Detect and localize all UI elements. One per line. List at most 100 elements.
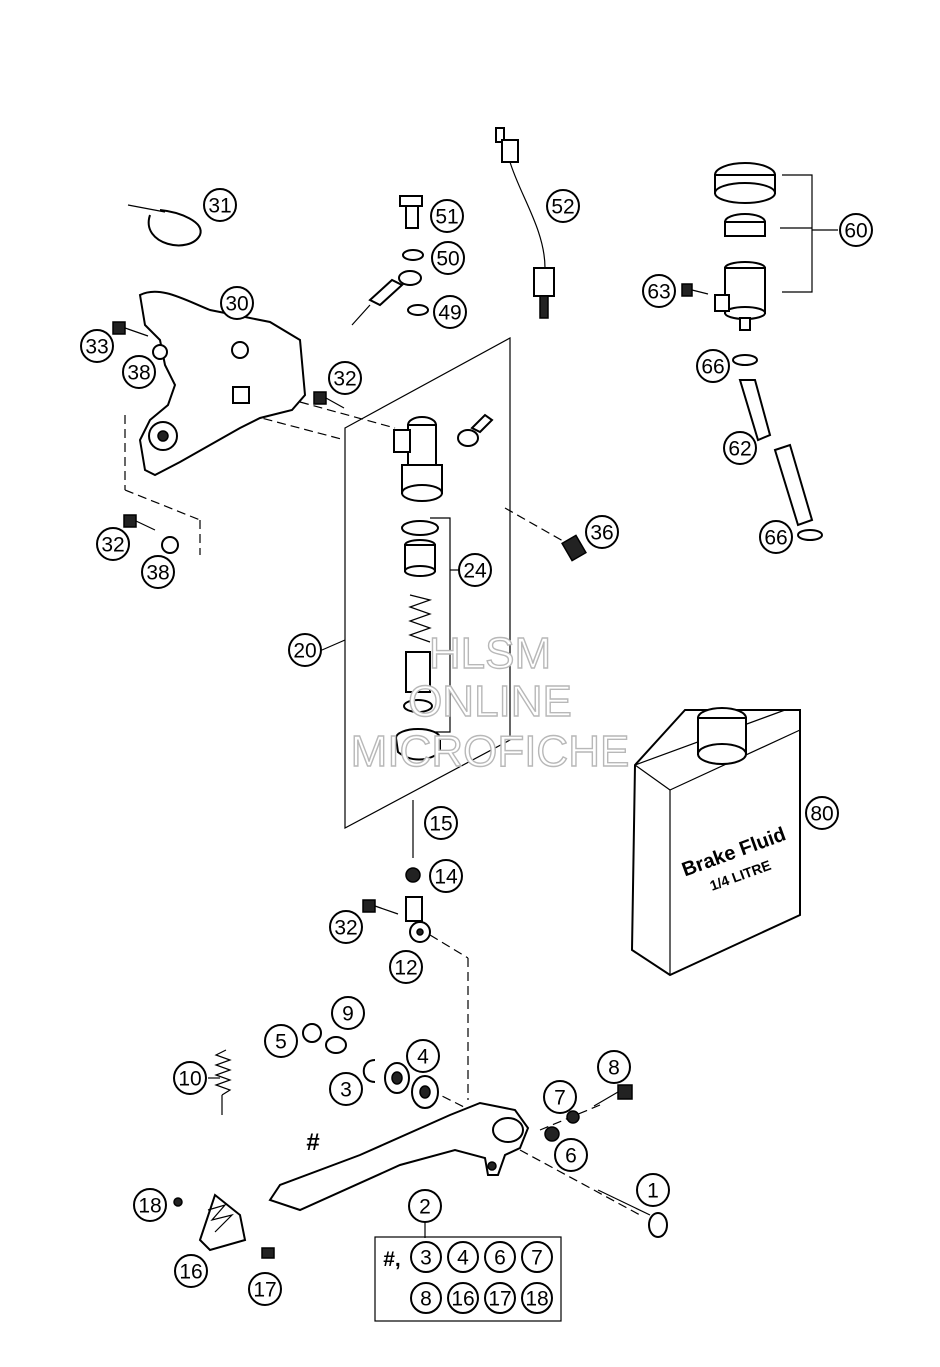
callout-number: 80	[810, 803, 833, 826]
callout-circle	[597, 1050, 631, 1084]
callout-circle	[264, 1024, 298, 1058]
callout-60: 60	[839, 213, 873, 247]
spring-icon	[408, 594, 433, 643]
brake-pedal-icon	[268, 1101, 530, 1212]
callout-49: 49	[433, 295, 467, 329]
callout-36: 36	[585, 515, 619, 549]
nut-5-icon	[302, 1023, 322, 1043]
kit-item-number: 18	[525, 1288, 548, 1311]
callout-circle	[636, 1173, 670, 1207]
callout-number: 6	[565, 1145, 577, 1168]
dust-boot-icon	[395, 728, 441, 761]
piston-icon	[403, 651, 433, 713]
callout-number: 36	[590, 522, 613, 545]
callout-number: 31	[208, 195, 231, 218]
callout-62: 62	[723, 431, 757, 465]
brake-fluid-bottle-icon: Brake Fluid 1/4 LITRE	[630, 707, 801, 977]
callout-66: 66	[696, 349, 730, 383]
bolt-8-icon	[593, 1084, 633, 1107]
washer-50-icon	[402, 249, 424, 261]
pedal-hash-mark: #	[306, 1129, 319, 1156]
callout-5: 5	[264, 1024, 298, 1058]
banjo-bolt-icon	[399, 195, 423, 229]
callout-circle	[141, 555, 175, 589]
callout-circle	[96, 527, 130, 561]
reservoir-hose-icon	[738, 379, 814, 527]
bolt-32-mid-icon	[313, 391, 345, 409]
pin-18-icon	[173, 1197, 183, 1207]
callout-number: 16	[179, 1261, 202, 1284]
kit-item-7: 7	[521, 1241, 553, 1273]
callout-number: 20	[293, 640, 316, 663]
kit-item-circle	[410, 1282, 442, 1314]
kit-item-6: 6	[484, 1241, 516, 1273]
callout-20: 20	[288, 633, 322, 667]
callout-4: 4	[406, 1039, 440, 1073]
callout-number: 8	[608, 1057, 620, 1080]
callout-circle	[173, 1061, 207, 1095]
callout-circle	[723, 431, 757, 465]
callout-6: 6	[554, 1138, 588, 1172]
callout-number: 12	[394, 957, 417, 980]
callout-14: 14	[429, 859, 463, 893]
callout-number: 62	[728, 438, 751, 461]
kit-item-number: 3	[420, 1247, 432, 1270]
callout-32: 32	[328, 361, 362, 395]
nut-6-icon	[544, 1126, 560, 1142]
callout-circle	[406, 1039, 440, 1073]
callout-number: 50	[436, 248, 459, 271]
callout-number: 15	[429, 813, 452, 836]
callout-number: 1	[647, 1180, 659, 1203]
kit-item-18: 18	[521, 1282, 553, 1314]
circlip-icon	[362, 1059, 376, 1083]
callout-2: 2	[408, 1189, 442, 1223]
callout-circle	[805, 796, 839, 830]
callout-number: 18	[138, 1195, 161, 1218]
nut-7-icon	[566, 1110, 580, 1124]
kit-item-16: 16	[447, 1282, 479, 1314]
callout-7: 7	[543, 1080, 577, 1114]
callout-8: 8	[597, 1050, 631, 1084]
kit-item-17: 17	[484, 1282, 516, 1314]
callout-number: 49	[438, 302, 461, 325]
kit-item-circle	[521, 1241, 553, 1273]
kit-prefix: #,	[383, 1248, 401, 1271]
callout-circle	[331, 996, 365, 1030]
callout-51: 51	[430, 199, 464, 233]
master-cylinder-body-icon	[393, 416, 443, 502]
callout-number: 33	[85, 336, 108, 359]
callout-circle	[80, 329, 114, 363]
callout-circle	[554, 1138, 588, 1172]
brake-hose-fitting-icon	[351, 270, 422, 326]
callout-number: 5	[275, 1031, 287, 1054]
callout-52: 52	[546, 189, 580, 223]
callout-24: 24	[458, 553, 492, 587]
callout-circle	[248, 1272, 282, 1306]
callout-17: 17	[248, 1272, 282, 1306]
heat-shield-plate-icon	[138, 290, 307, 477]
callout-80: 80	[805, 796, 839, 830]
callout-circle	[429, 859, 463, 893]
callout-number: 4	[417, 1046, 429, 1069]
reservoir-body-icon	[714, 261, 766, 331]
callout-50: 50	[431, 241, 465, 275]
kit-item-circle	[410, 1241, 442, 1273]
bearing-4-icon	[384, 1062, 410, 1094]
callout-number: 9	[342, 1003, 354, 1026]
callout-circle	[408, 1189, 442, 1223]
kit-item-4: 4	[447, 1241, 479, 1273]
callout-30: 30	[220, 286, 254, 320]
callout-number: 51	[435, 206, 458, 229]
hose-clamp-bottom-icon	[797, 529, 823, 541]
kit-item-8: 8	[410, 1282, 442, 1314]
kit-item-circle	[447, 1241, 479, 1273]
elbow-fitting-icon	[457, 413, 494, 447]
callout-10: 10	[173, 1061, 207, 1095]
callout-circle	[431, 241, 465, 275]
callout-circle	[329, 1072, 363, 1106]
nut-38-bottom-icon	[161, 536, 179, 554]
callout-66: 66	[759, 520, 793, 554]
callout-3: 3	[329, 1072, 363, 1106]
